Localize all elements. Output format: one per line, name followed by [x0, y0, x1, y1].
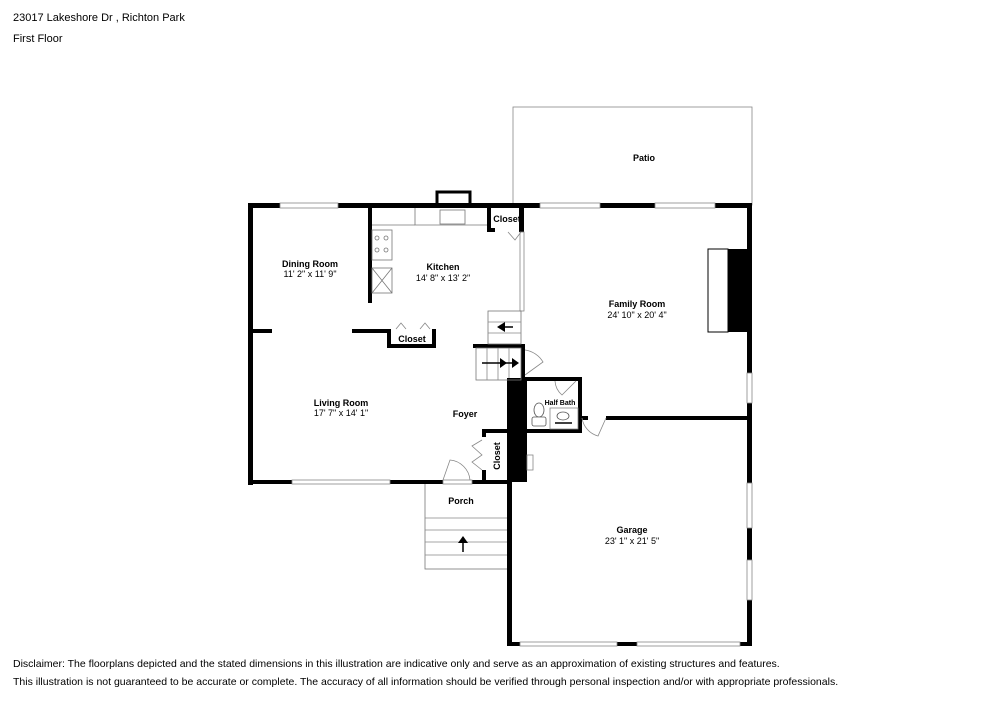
room-dims-living-room: 17' 7" x 14' 1": [314, 408, 368, 418]
kitchen-counter: [371, 208, 487, 294]
room-dims-family-room: 24' 10" x 20' 4": [607, 310, 666, 320]
room-dims-garage: 23' 1" x 21' 5": [605, 536, 659, 546]
arrow-up-icon: [458, 536, 468, 552]
windows: [279, 202, 753, 647]
floor-name: First Floor: [13, 33, 63, 45]
address: 23017 Lakeshore Dr , Richton Park: [13, 12, 185, 24]
room-label-porch: Porch: [448, 496, 474, 506]
doors: [395, 231, 607, 481]
room-label-closet: Closet: [492, 442, 502, 470]
room-label-kitchen: Kitchen: [426, 262, 459, 272]
stairs: [475, 310, 522, 381]
sink-icon: [549, 407, 579, 430]
room-label-family-room: Family Room: [609, 299, 666, 309]
walls: [248, 203, 752, 646]
room-label-half-bath: Half Bath: [545, 400, 576, 407]
fireplace-hearth: [707, 248, 729, 333]
arrow-right-icon: [500, 358, 507, 368]
stove-icon: [371, 229, 393, 261]
room-dims-dining-room: 11' 2" x 11' 9": [283, 269, 336, 279]
room-label-foyer: Foyer: [453, 409, 478, 419]
arrow-left-icon: [497, 322, 505, 332]
toilet-icon: [531, 402, 547, 427]
sink-icon: [439, 209, 466, 225]
room-label-garage: Garage: [616, 525, 647, 535]
disclaimer-line-2: This illustration is not guaranteed to b…: [13, 676, 839, 688]
room-label-closet: Closet: [398, 334, 426, 344]
refrigerator-icon: [371, 267, 393, 294]
room-label-living-room: Living Room: [314, 398, 369, 408]
room-label-dining-room: Dining Room: [282, 259, 338, 269]
room-label-closet: Closet: [493, 214, 521, 224]
disclaimer-line-1: Disclaimer: The floorplans depicted and …: [13, 658, 780, 670]
room-label-patio: Patio: [633, 153, 656, 163]
patio: [512, 106, 753, 206]
room-dims-kitchen: 14' 8" x 13' 2": [416, 273, 470, 283]
